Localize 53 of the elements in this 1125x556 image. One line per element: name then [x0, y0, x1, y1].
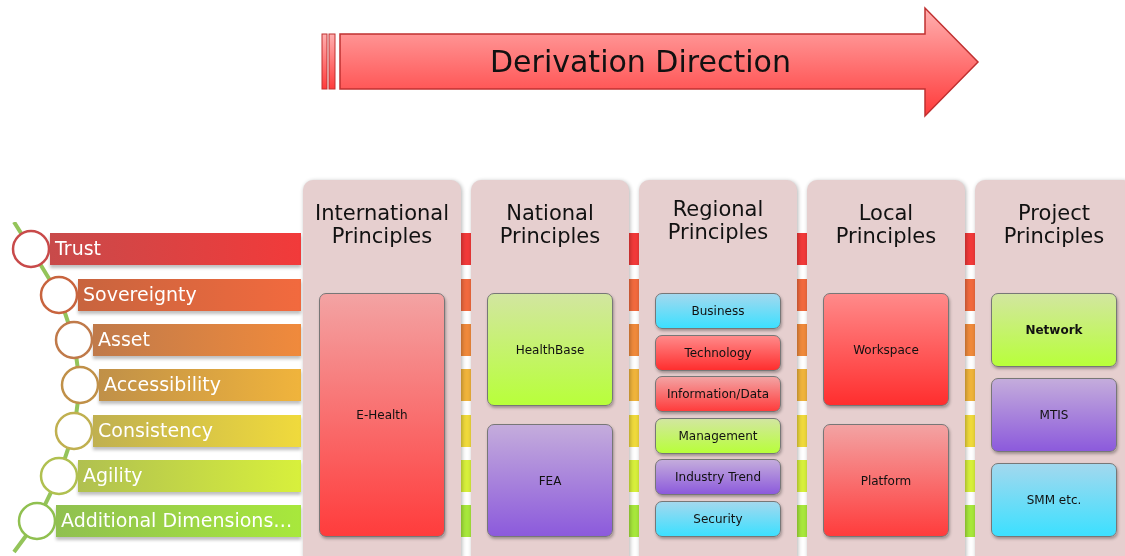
principle-box	[655, 335, 781, 371]
box-label: Platform	[860, 473, 912, 488]
box-label: Information/Data	[666, 387, 770, 401]
band-label: Asset	[98, 328, 150, 350]
band-label: Trust	[55, 237, 101, 259]
column-heading: International Principles	[314, 202, 450, 248]
principle-box	[655, 501, 781, 537]
dimension-band	[50, 233, 301, 265]
principle-box	[655, 293, 781, 329]
box-label: E-Health	[356, 408, 408, 422]
box-label: Management	[678, 429, 758, 443]
dimension-band	[78, 279, 301, 311]
principle-box	[487, 293, 613, 406]
principle-box	[991, 378, 1117, 452]
column-heading: National Principles	[498, 202, 602, 248]
dimension-band	[93, 415, 301, 447]
box-label: FEA	[538, 473, 562, 488]
box-label: Network	[1025, 323, 1083, 337]
principle-box	[823, 424, 949, 537]
band-label: Sovereignty	[83, 283, 197, 305]
dimension-band	[78, 460, 301, 492]
dimension-band	[56, 505, 301, 537]
box-label: MTIS	[1039, 408, 1069, 422]
principle-box	[655, 376, 781, 412]
principle-box	[655, 418, 781, 454]
principle-box	[991, 463, 1117, 537]
band-label: Consistency	[98, 419, 213, 441]
column-heading: Local Principles	[834, 202, 938, 248]
principle-box	[655, 459, 781, 495]
band-label: Accessibility	[104, 373, 221, 395]
column-heading: Regional Principles	[666, 198, 770, 244]
column-panel	[471, 180, 629, 556]
dimension-band	[93, 324, 301, 356]
box-label: Industry Trend	[675, 470, 761, 484]
column-panel	[975, 180, 1125, 556]
principle-box	[319, 293, 445, 537]
box-label: HealthBase	[515, 342, 585, 357]
arrow-label: Derivation Direction	[490, 44, 791, 79]
principle-box	[991, 293, 1117, 367]
principle-box	[487, 424, 613, 537]
principle-box	[823, 293, 949, 406]
dimension-band	[99, 369, 301, 401]
column-panel	[303, 180, 461, 556]
box-label: Technology	[684, 346, 752, 360]
box-label: Business	[691, 304, 745, 318]
box-label: Workspace	[853, 342, 919, 357]
box-label: Security	[693, 512, 743, 526]
column-heading: Project Principles	[1002, 202, 1106, 248]
column-panel	[807, 180, 965, 556]
band-label: Agility	[83, 464, 143, 486]
column-panel	[639, 180, 797, 556]
box-label: SMM etc.	[1026, 493, 1082, 507]
band-label: Additional Dimensions…	[61, 509, 293, 531]
